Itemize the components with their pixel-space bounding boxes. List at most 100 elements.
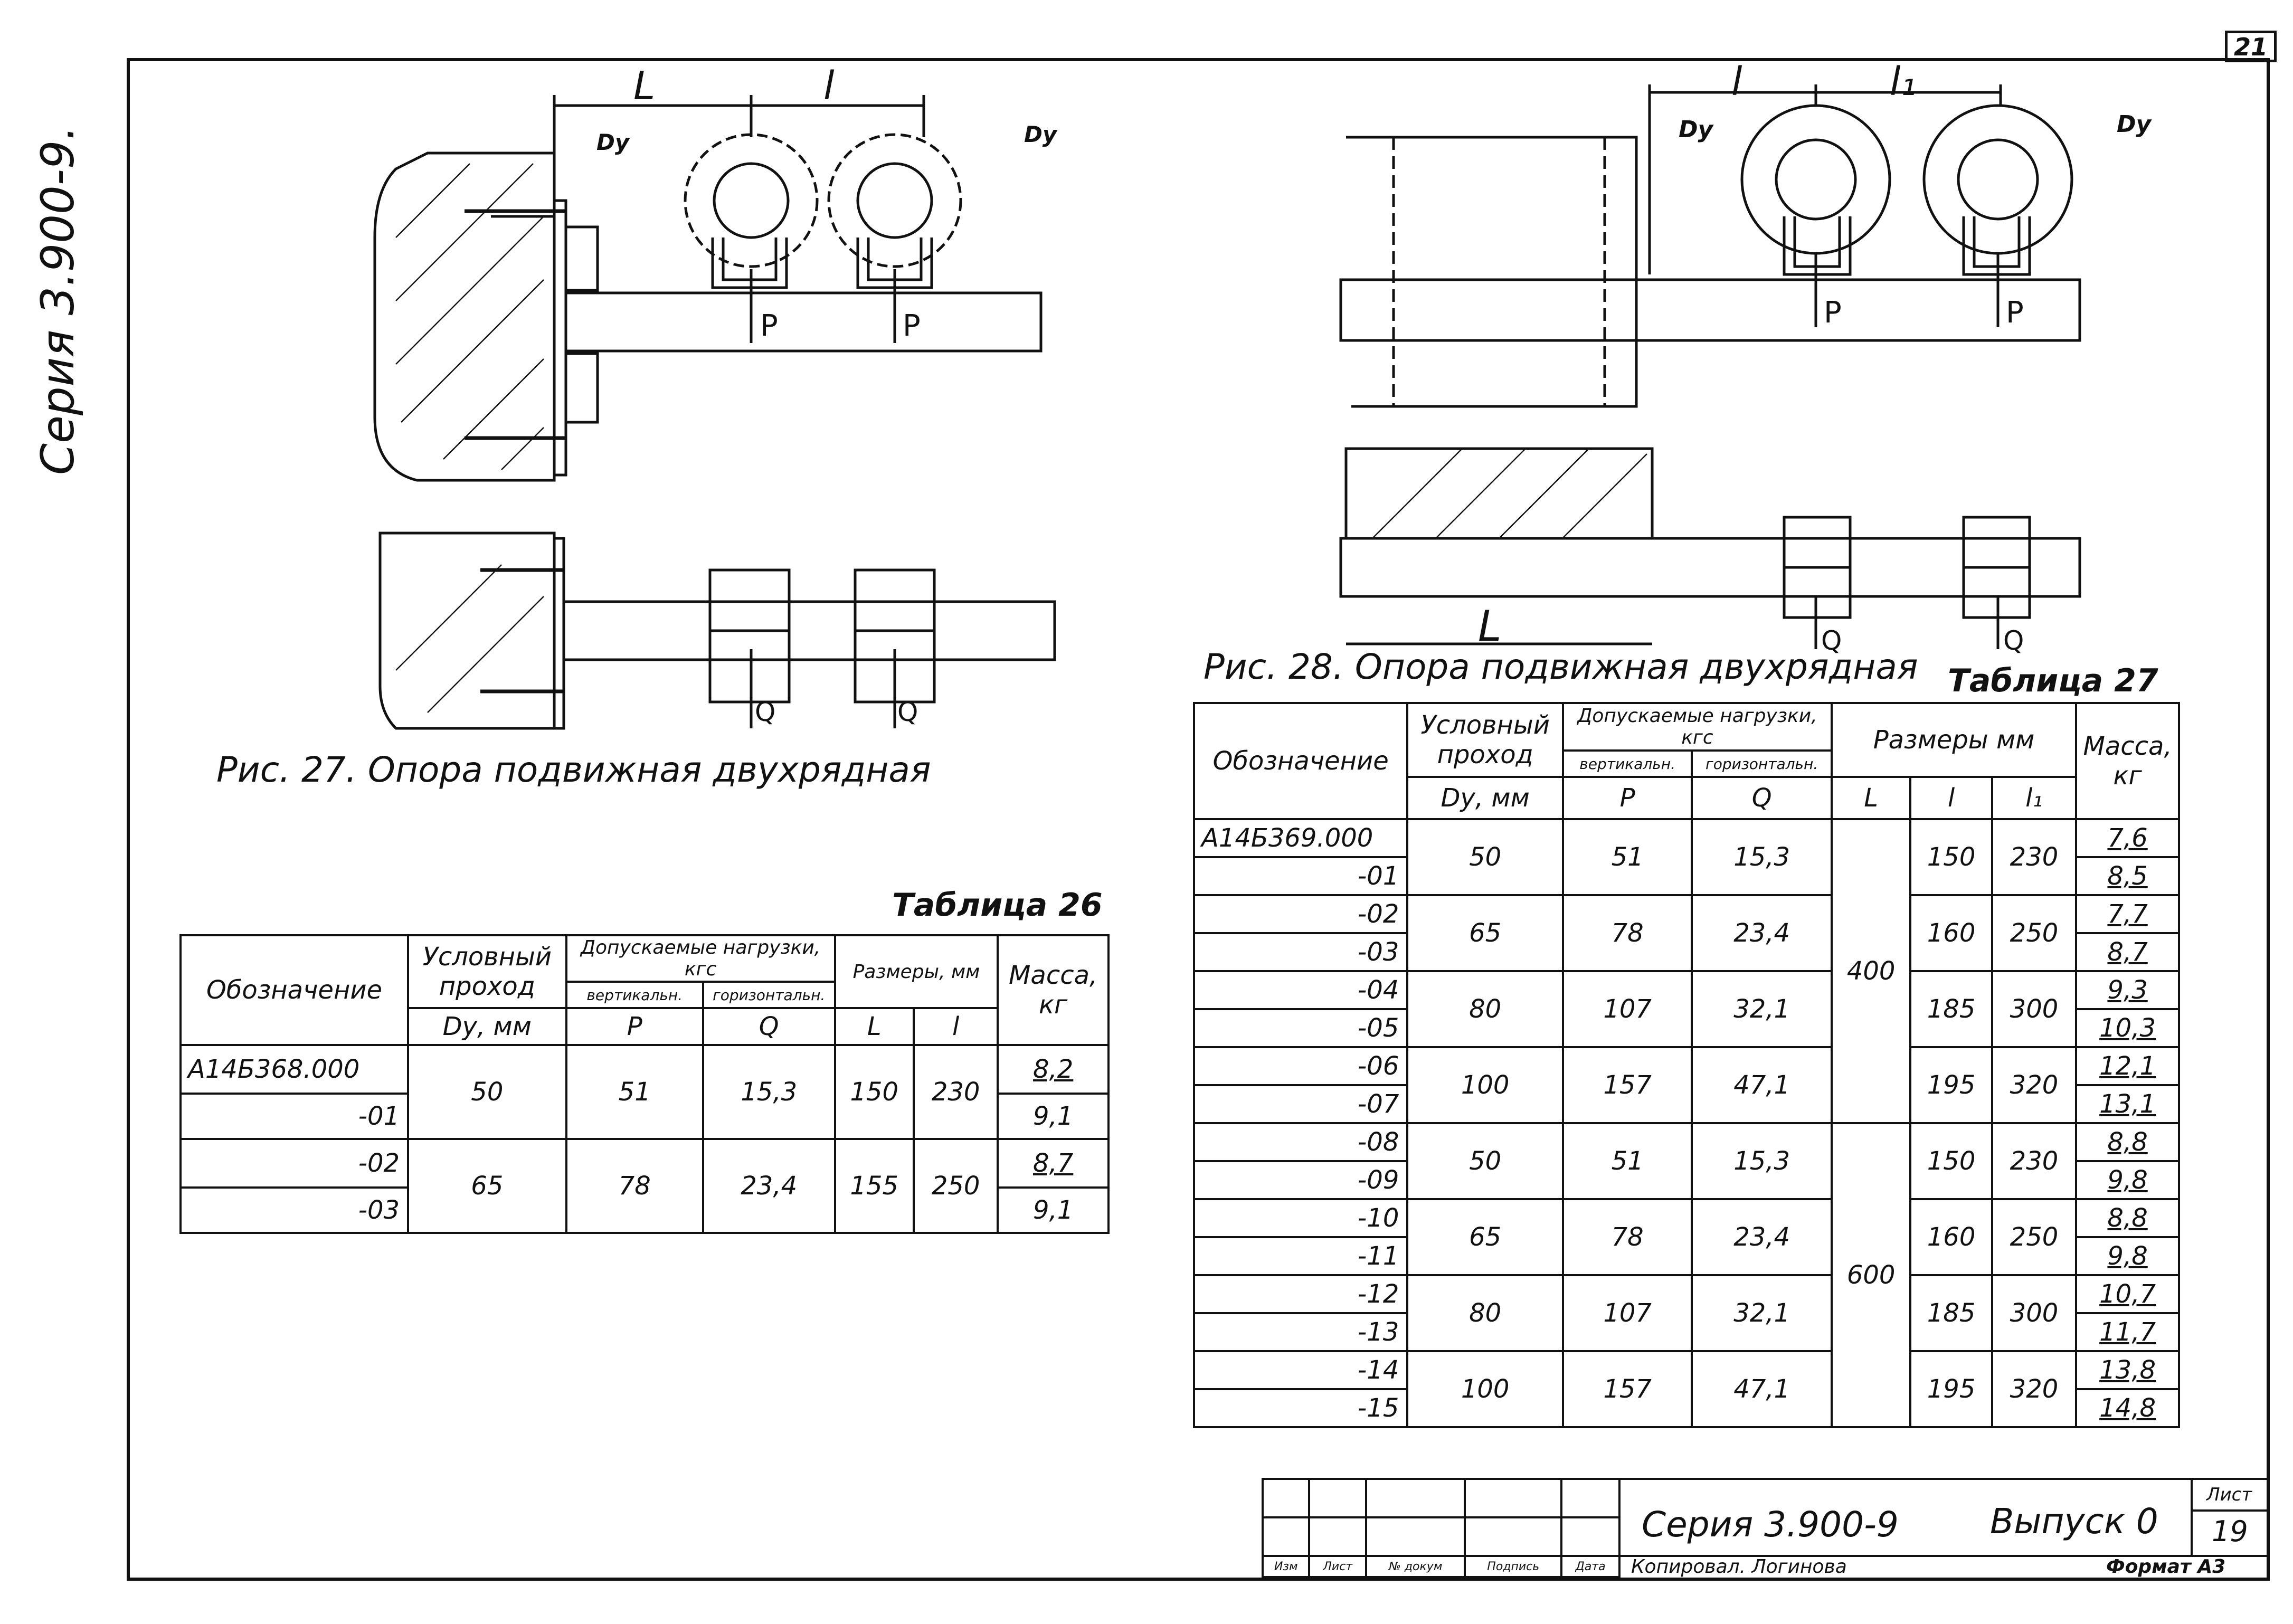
t27-designation: -03 bbox=[1192, 932, 1409, 972]
t27-h-bore: Условный проход bbox=[1406, 702, 1564, 778]
t27-h-l: l bbox=[1909, 776, 1993, 820]
t27-designation: -09 bbox=[1192, 1160, 1409, 1200]
t27-du: 80 bbox=[1406, 970, 1564, 1048]
t27-designation: -02 bbox=[1192, 894, 1409, 934]
t27-mass: 14,8 bbox=[2075, 1388, 2180, 1428]
table26-caption: Таблица 26 bbox=[892, 887, 1103, 924]
table27-caption: Таблица 27 bbox=[1948, 662, 2158, 699]
t26-L: 150 bbox=[833, 1044, 915, 1140]
t27-p: 157 bbox=[1561, 1046, 1693, 1124]
t27-designation: -06 bbox=[1192, 1046, 1409, 1086]
t26-h-mass: Масса, кг bbox=[997, 934, 1110, 1046]
fig28-dim-L: L bbox=[1478, 602, 1502, 651]
t27-h-loads: Допускаемые нагрузки, кгс bbox=[1561, 702, 1833, 752]
t27-mass: 9,8 bbox=[2075, 1160, 2180, 1200]
t27-p: 107 bbox=[1561, 1274, 1693, 1352]
t26-h-q: Q bbox=[702, 1007, 836, 1046]
t27-q: 15,3 bbox=[1691, 818, 1833, 896]
t26-h-designation: Обозначение bbox=[179, 934, 410, 1046]
t27-du: 50 bbox=[1406, 818, 1564, 896]
t27-l: 185 bbox=[1909, 970, 1993, 1048]
t26-h-bore: Условный проход bbox=[407, 934, 567, 1009]
t26-q: 23,4 bbox=[702, 1138, 836, 1234]
t27-q: 15,3 bbox=[1691, 1122, 1833, 1200]
t27-h-horizontal: горизонтальн. bbox=[1691, 749, 1833, 778]
t27-l: 150 bbox=[1909, 1122, 1993, 1200]
t27-l1: 320 bbox=[1991, 1350, 2078, 1428]
t26-du: 65 bbox=[407, 1138, 567, 1234]
t27-q: 47,1 bbox=[1691, 1046, 1833, 1124]
t27-p: 107 bbox=[1561, 970, 1693, 1048]
title-block-grid: Изм Лист № докум Подпись Дата bbox=[1261, 1478, 1621, 1578]
fig27-force-q-1: Q bbox=[755, 697, 776, 727]
t27-designation: А14Б369.000 bbox=[1192, 818, 1409, 858]
sheet-number: 19 bbox=[2212, 1515, 2248, 1548]
title-series: Серия 3.900-9 bbox=[1642, 1504, 1899, 1545]
t26-mass: 8,2 bbox=[997, 1044, 1110, 1095]
title-main-cell bbox=[1621, 1478, 2270, 1557]
t26-designation: -01 bbox=[179, 1093, 410, 1140]
fig28-dim-l: l bbox=[1731, 59, 1742, 105]
fig27-force-q-2: Q bbox=[897, 697, 918, 727]
t27-h-bore-unit: Dу, мм bbox=[1406, 776, 1564, 820]
table27: Обозначение Условный проход Допускаемые … bbox=[1192, 702, 2180, 1428]
t27-mass: 9,8 bbox=[2075, 1236, 2180, 1276]
t27-designation: -10 bbox=[1192, 1198, 1409, 1238]
t26-h-horizontal: горизонтальн. bbox=[702, 981, 836, 1009]
fig27-drawing bbox=[373, 95, 1056, 730]
fig28-force-q-1: Q bbox=[1821, 625, 1842, 656]
title-block: Изм Лист № докум Подпись Дата Серия 3.90… bbox=[1261, 1478, 2272, 1578]
table-row: -03 8,7 bbox=[1192, 932, 2180, 972]
t26-mass: 9,1 bbox=[997, 1186, 1110, 1234]
tb-col-izm: Изм bbox=[1261, 1555, 1311, 1578]
t27-p: 78 bbox=[1561, 894, 1693, 972]
t27-mass: 8,8 bbox=[2075, 1122, 2180, 1162]
sheet-label: Лист bbox=[2206, 1484, 2252, 1505]
t26-l: 230 bbox=[912, 1044, 999, 1140]
t26-l: 250 bbox=[912, 1138, 999, 1234]
sheet-cell bbox=[2191, 1478, 2272, 1557]
t27-q: 32,1 bbox=[1691, 1274, 1833, 1352]
t27-mass: 8,7 bbox=[2075, 932, 2180, 972]
fig28-force-p-2: P bbox=[2006, 296, 2024, 330]
t27-du: 100 bbox=[1406, 1046, 1564, 1124]
t27-h-designation: Обозначение bbox=[1192, 702, 1409, 820]
sheet-corner-number: 21 bbox=[2225, 31, 2277, 62]
t26-h-L: L bbox=[833, 1007, 915, 1046]
drawing-frame bbox=[127, 58, 2270, 1581]
fig27-force-p-2: P bbox=[903, 309, 921, 343]
t27-h-p: P bbox=[1561, 776, 1693, 820]
table26: Обозначение Условный проход Допускаемые … bbox=[179, 934, 1110, 1234]
t27-l: 185 bbox=[1909, 1274, 1993, 1352]
fig28-du-label-1: Dу bbox=[1679, 116, 1713, 143]
t26-L: 155 bbox=[833, 1138, 915, 1234]
t27-l1: 250 bbox=[1991, 1198, 2078, 1276]
t27-p: 51 bbox=[1561, 818, 1693, 896]
fig27-du-label-2: Dу bbox=[1024, 121, 1057, 147]
t27-h-vertical: вертикальн. bbox=[1561, 749, 1693, 778]
side-series-label: Серия 3.900-9. bbox=[32, 126, 84, 475]
fig28-force-p-1: P bbox=[1824, 296, 1842, 330]
t27-designation: -05 bbox=[1192, 1008, 1409, 1048]
fig27-dim-l: l bbox=[823, 63, 835, 109]
t27-mass: 12,1 bbox=[2075, 1046, 2180, 1086]
fig28-force-q-2: Q bbox=[2003, 625, 2024, 656]
t27-l: 150 bbox=[1909, 818, 1993, 896]
t27-mass: 7,6 bbox=[2075, 818, 2180, 858]
fig27-caption: Рис. 27. Опора подвижная двухрядная bbox=[216, 749, 931, 790]
t27-designation: -07 bbox=[1192, 1084, 1409, 1124]
t27-L: 400 bbox=[1830, 818, 1912, 1124]
sheet-cell-divider bbox=[2191, 1509, 2270, 1512]
t27-designation: -01 bbox=[1192, 856, 1409, 896]
fig28-caption: Рис. 28. Опора подвижная двухрядная bbox=[1204, 647, 1918, 687]
t27-h-mass: Масса, кг bbox=[2075, 702, 2180, 820]
table-row: -09 9,8 bbox=[1192, 1160, 2180, 1200]
t27-q: 32,1 bbox=[1691, 970, 1833, 1048]
